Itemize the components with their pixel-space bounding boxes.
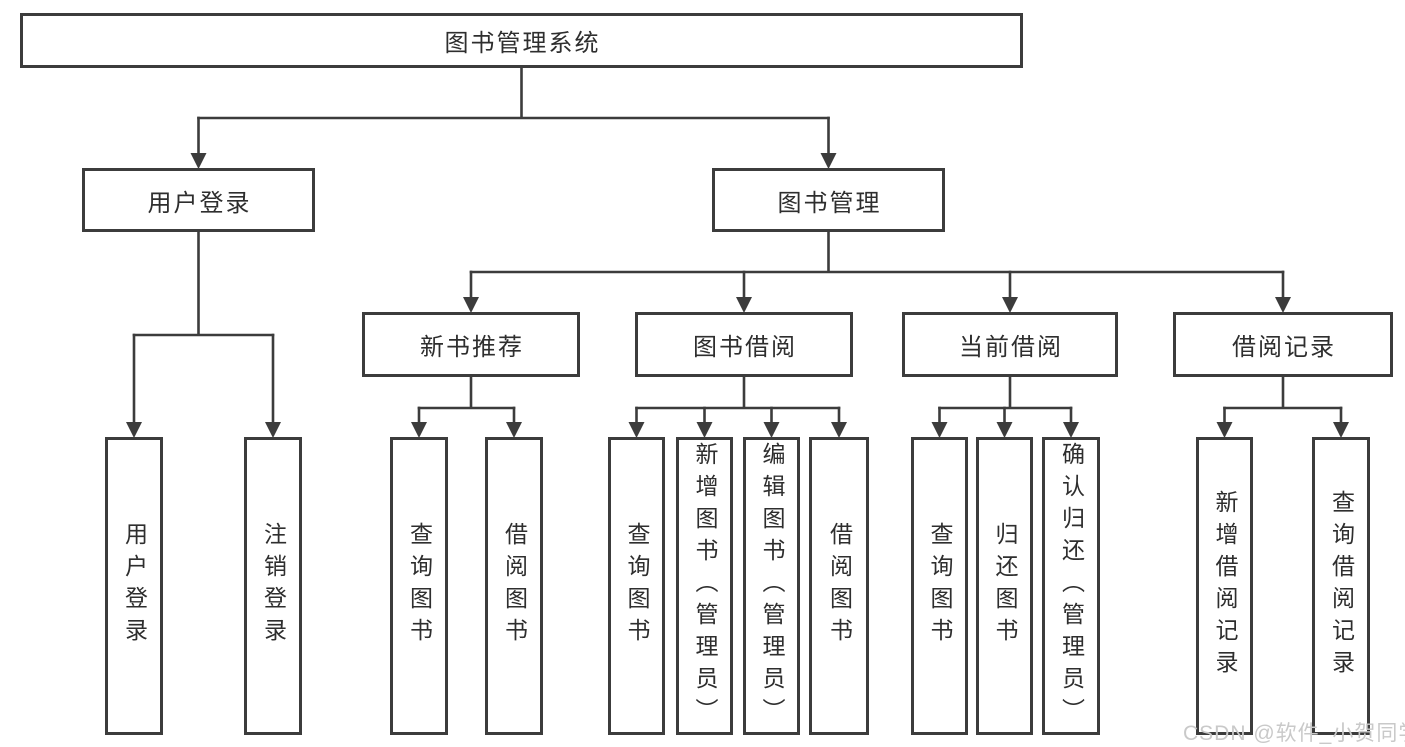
node-root: 图书管理系统: [20, 13, 1023, 68]
node-label-user-login: 用户登录: [147, 189, 252, 217]
watermark-text: CSDN @软件_小贺同学: [1183, 722, 1405, 745]
node-book-mgmt: 图书管理: [712, 168, 945, 232]
arrowhead-v-user-login: [126, 422, 142, 438]
arrowhead-book-borrow: [736, 297, 752, 313]
arrowhead-user-login: [190, 153, 207, 169]
arrowhead-v-query-record: [1333, 422, 1349, 438]
node-new-book-rec: 新书推荐: [362, 312, 580, 377]
arrowhead-v-query-book-2: [628, 422, 645, 438]
node-label-root: 图书管理系统: [444, 30, 601, 57]
node-label-v-add-record: 新增借阅记录: [1212, 490, 1238, 682]
arrowhead-current-borrow: [1002, 297, 1018, 313]
node-v-confirm-return: 确认归还（管理员）: [1042, 437, 1100, 735]
node-v-return-book: 归还图书: [976, 437, 1033, 735]
connector-root: [197, 66, 830, 120]
node-v-query-book-1: 查询图书: [390, 437, 448, 735]
node-v-borrow-book-1: 借阅图书: [485, 437, 543, 735]
node-v-add-record: 新增借阅记录: [1196, 437, 1253, 735]
node-label-current-borrow: 当前借阅: [959, 334, 1063, 361]
arrowhead-v-borrow-book-1: [506, 422, 522, 438]
node-label-v-return-book: 归还图书: [992, 522, 1018, 650]
node-user-login: 用户登录: [82, 168, 315, 232]
arrowhead-new-book-rec: [463, 297, 479, 313]
node-v-add-book: 新增图书（管理员）: [676, 437, 733, 735]
node-v-edit-book: 编辑图书（管理员）: [743, 437, 800, 735]
node-v-query-book-3: 查询图书: [911, 437, 968, 735]
connector-book-borrow: [635, 375, 841, 410]
node-label-v-borrow-book-2: 借阅图书: [826, 522, 853, 650]
node-v-borrow-book-2: 借阅图书: [809, 437, 869, 735]
connector-new-book-rec: [417, 375, 516, 410]
arrowhead-book-mgmt: [820, 153, 837, 169]
connector-current-borrow: [938, 375, 1073, 410]
arrowhead-v-logout: [265, 422, 281, 438]
arrowhead-v-edit-book: [763, 422, 780, 438]
node-v-query-book-2: 查询图书: [608, 437, 665, 735]
arrowhead-v-add-book: [696, 422, 713, 438]
node-label-book-mgmt: 图书管理: [777, 189, 882, 217]
node-label-v-query-book-2: 查询图书: [624, 522, 650, 650]
node-current-borrow: 当前借阅: [902, 312, 1118, 377]
node-book-borrow: 图书借阅: [635, 312, 853, 377]
arrowhead-v-confirm-return: [1063, 422, 1079, 438]
node-label-v-borrow-book-1: 借阅图书: [501, 522, 528, 650]
node-label-v-logout: 注销登录: [260, 522, 287, 650]
node-label-v-query-record: 查询借阅记录: [1328, 490, 1355, 682]
arrowhead-v-borrow-book-2: [831, 422, 847, 438]
arrowhead-v-return-book: [996, 422, 1013, 438]
arrowhead-v-add-record: [1216, 422, 1233, 438]
node-borrow-record: 借阅记录: [1173, 312, 1393, 377]
node-label-borrow-record: 借阅记录: [1232, 334, 1336, 361]
node-label-v-query-book-3: 查询图书: [927, 522, 953, 650]
arrowhead-borrow-record: [1275, 297, 1291, 313]
connector-book-mgmt: [469, 230, 1285, 274]
arrowhead-v-query-book-3: [931, 422, 948, 438]
node-label-new-book-rec: 新书推荐: [420, 334, 524, 361]
node-label-v-confirm-return: 确认归还（管理员）: [1058, 442, 1085, 730]
connector-borrow-record: [1223, 375, 1343, 410]
arrowhead-v-query-book-1: [411, 422, 427, 438]
node-label-v-user-login: 用户登录: [121, 522, 148, 650]
node-label-v-edit-book: 编辑图书（管理员）: [759, 442, 785, 730]
node-label-v-add-book: 新增图书（管理员）: [692, 442, 718, 730]
node-v-user-login: 用户登录: [105, 437, 163, 735]
node-label-book-borrow: 图书借阅: [693, 334, 797, 361]
node-v-logout: 注销登录: [244, 437, 302, 735]
node-v-query-record: 查询借阅记录: [1312, 437, 1370, 735]
connector-user-login: [132, 230, 275, 337]
node-label-v-query-book-1: 查询图书: [406, 522, 433, 650]
